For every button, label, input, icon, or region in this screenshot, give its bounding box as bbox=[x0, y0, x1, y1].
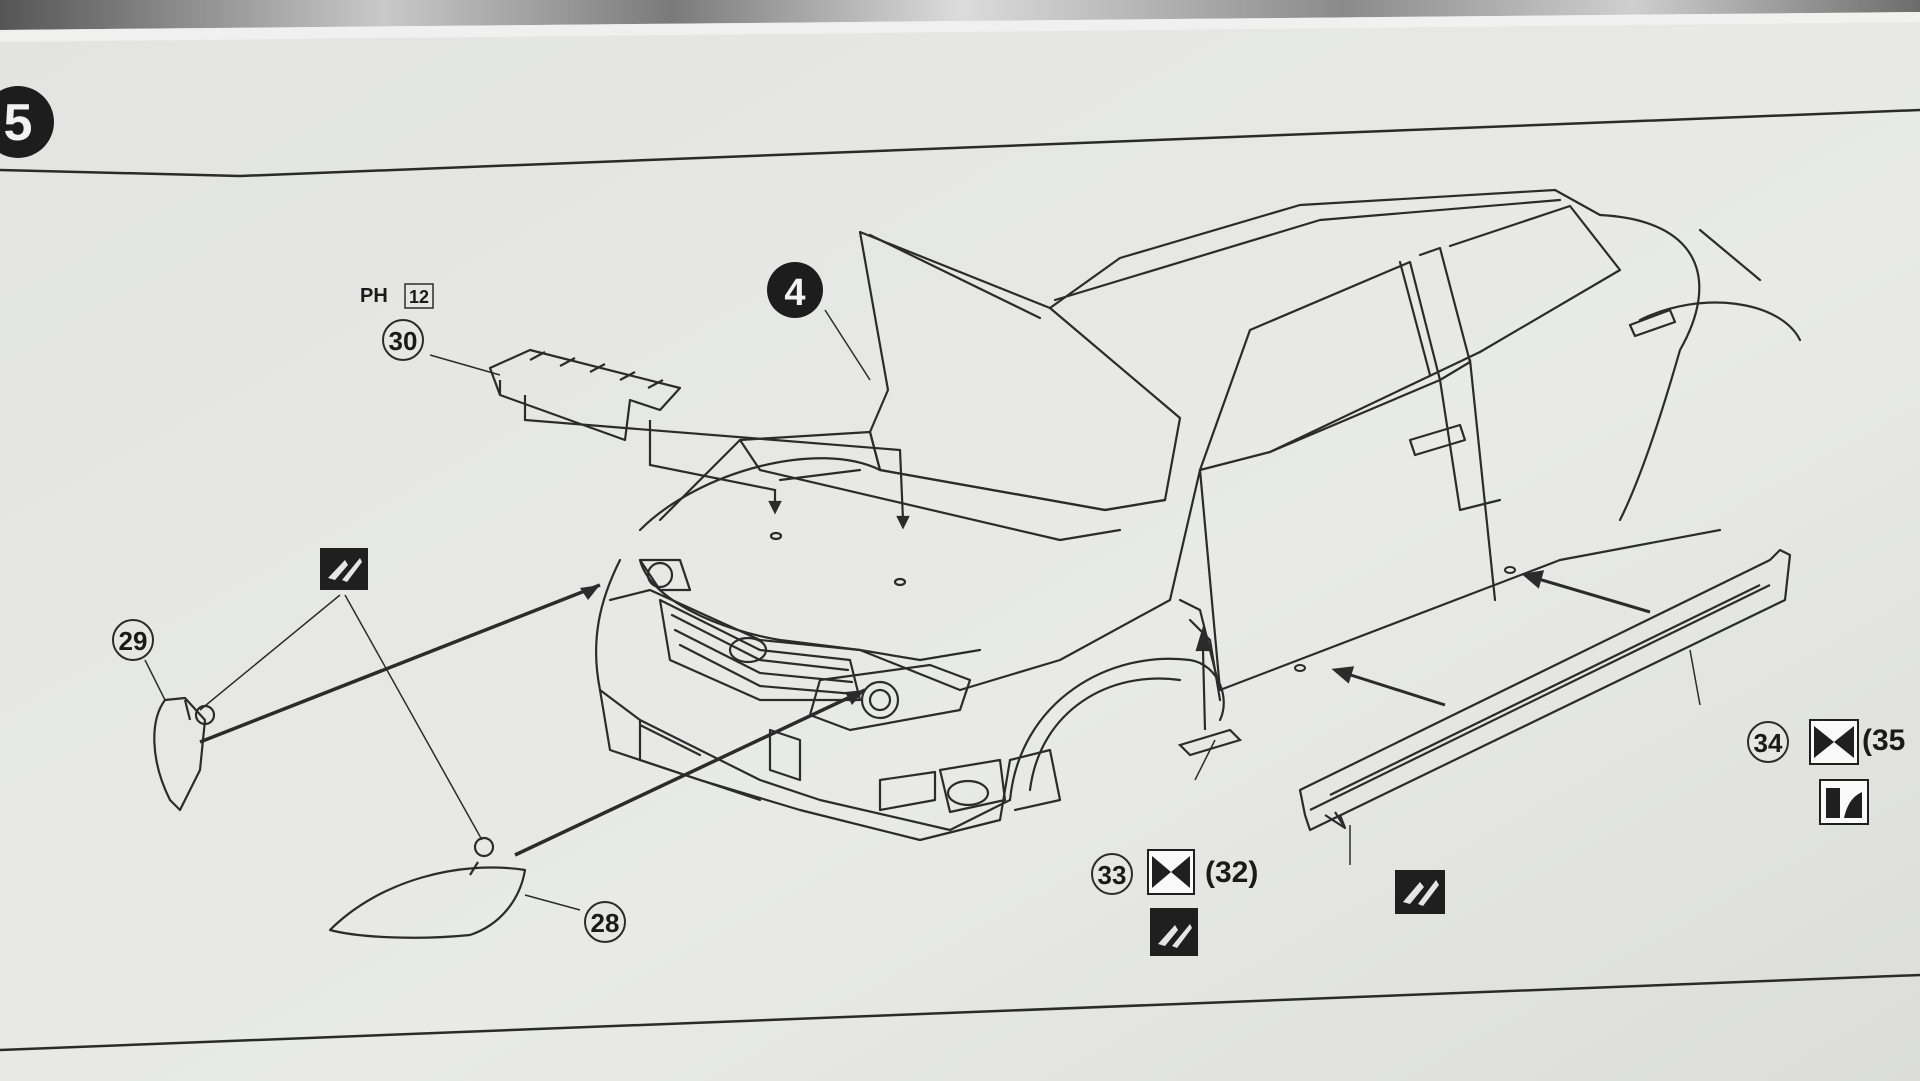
cement-icon bbox=[1395, 870, 1445, 914]
paint-code: 12 bbox=[409, 287, 429, 307]
part-number-29: 29 bbox=[119, 626, 148, 656]
side-skirt-pins bbox=[1294, 566, 1516, 672]
part-number-28: 28 bbox=[591, 908, 620, 938]
paint-code-box bbox=[404, 283, 434, 309]
step-number-badge: 5 bbox=[0, 86, 54, 158]
fender-trim-drawing bbox=[1177, 626, 1243, 757]
left-mirror-drawing bbox=[153, 696, 216, 812]
paint-prefix: PH bbox=[360, 285, 388, 307]
left-right-icon bbox=[1819, 779, 1869, 825]
vent-guide-lines bbox=[523, 395, 910, 587]
reference-number: 4 bbox=[784, 272, 805, 314]
label-part-34: 34 (35 bbox=[1747, 721, 1905, 763]
car-body-drawing bbox=[594, 188, 1802, 842]
part-number-35: (35 bbox=[1862, 724, 1905, 757]
step-number: 5 bbox=[4, 94, 33, 152]
mirror-pair-icon bbox=[1809, 719, 1859, 765]
label-part-28: 28 bbox=[584, 901, 626, 943]
cement-icon bbox=[320, 548, 368, 590]
right-mirror-drawing bbox=[328, 836, 527, 939]
part-number-34: 34 bbox=[1754, 728, 1783, 758]
mirror-pair-icon bbox=[1147, 849, 1195, 895]
footer-rule bbox=[0, 973, 1920, 1052]
right-mirror-arrow bbox=[514, 688, 866, 857]
leader-lines bbox=[144, 309, 1701, 911]
part-number-33: 33 bbox=[1098, 860, 1127, 890]
label-part-29: 29 bbox=[112, 619, 154, 661]
header-rule bbox=[0, 108, 1920, 178]
label-part-30: PH 12 30 bbox=[360, 283, 434, 361]
part-number-30: 30 bbox=[389, 326, 418, 356]
instruction-sheet bbox=[0, 12, 1920, 1081]
left-mirror-arrow bbox=[199, 583, 601, 744]
side-skirt-drawing bbox=[1298, 548, 1792, 832]
label-part-33: 33 (32) bbox=[1091, 853, 1258, 895]
cement-icon bbox=[1150, 908, 1198, 956]
side-skirt-arrows bbox=[1331, 570, 1651, 707]
part-number-32: (32) bbox=[1205, 856, 1258, 889]
label-reference-4: 4 bbox=[767, 262, 823, 318]
vent-part-drawing bbox=[488, 348, 682, 442]
